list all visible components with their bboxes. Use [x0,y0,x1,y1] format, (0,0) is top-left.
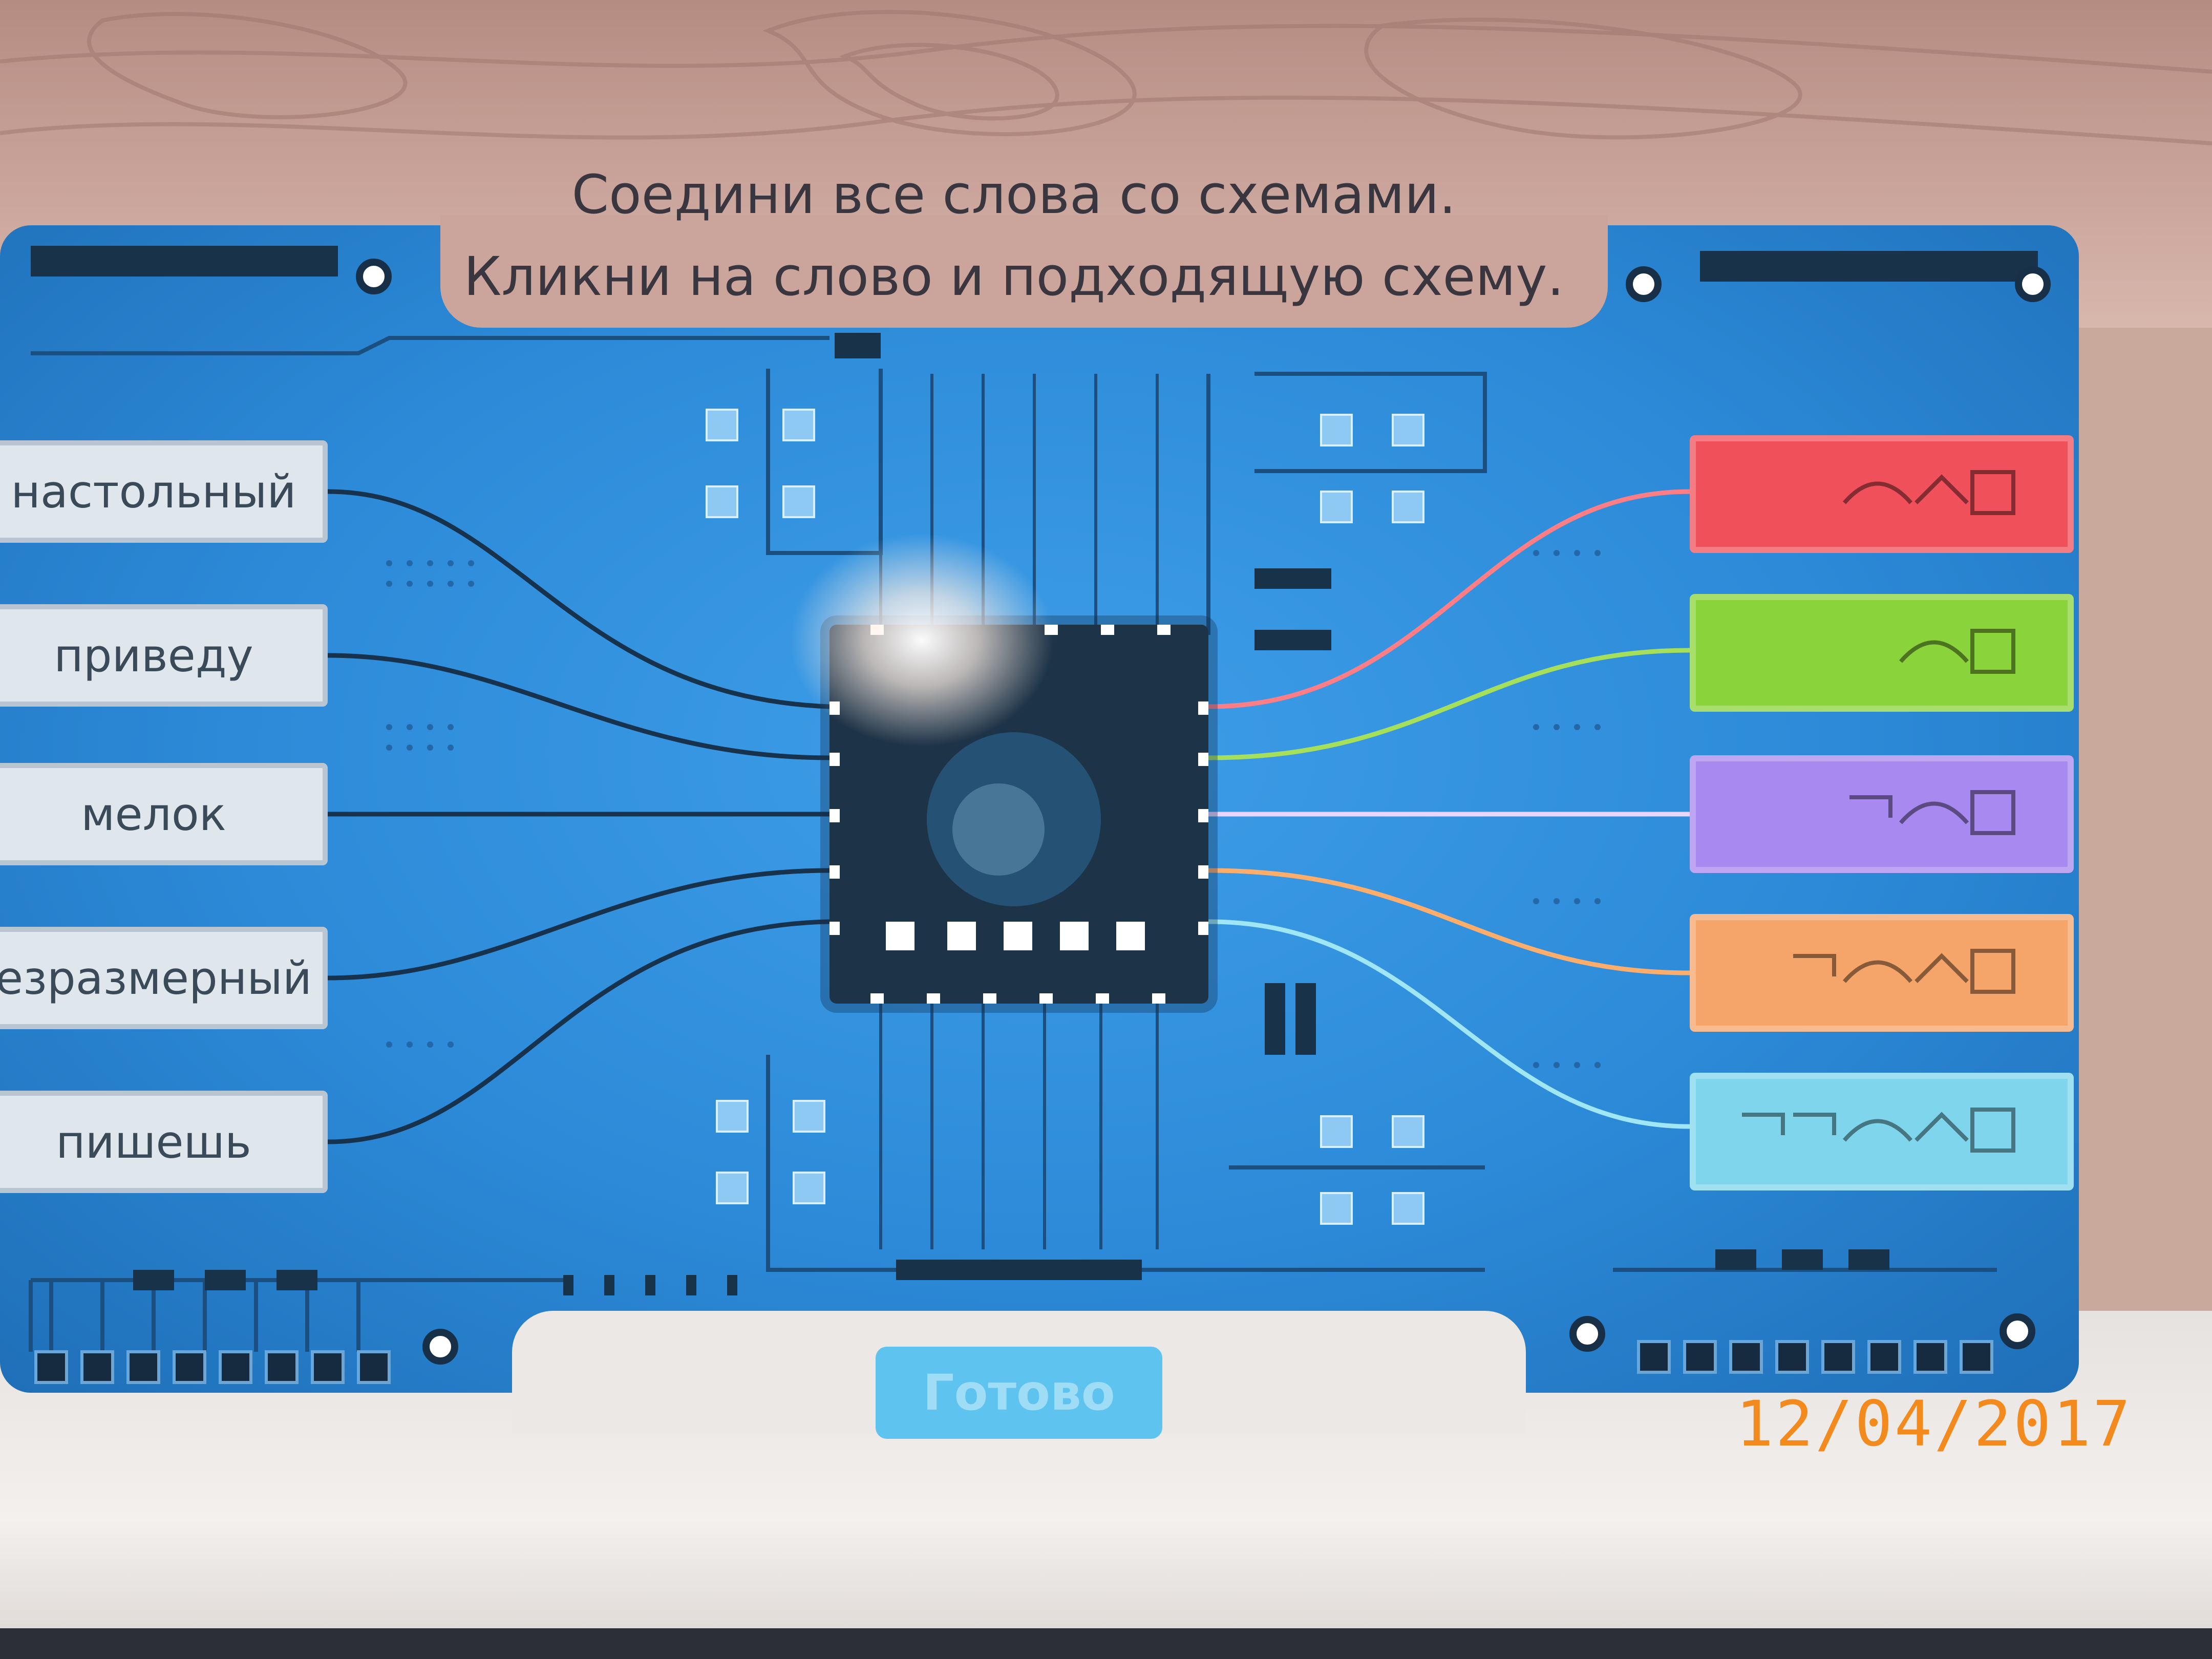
scheme-card[interactable] [1690,594,2074,712]
scheme-diagram [1842,470,2015,515]
word-card[interactable]: мелок [0,763,328,865]
suffix-caret-icon [1915,953,1969,983]
monitor-bezel [0,1628,2212,1659]
arc-icon [1842,960,1913,983]
prefix-icon [1849,795,1892,818]
prefix-icon [1742,1113,1785,1135]
arc-icon [1842,481,1913,504]
scheme-card[interactable] [1690,1073,2074,1190]
word-label: настольный [11,465,296,518]
suffix-caret-icon [1915,474,1969,504]
word-label: пишешь [56,1115,251,1168]
instruction-line-1: Соедини все слова со схемами. [571,163,1456,226]
word-label: езразмерный [0,951,312,1005]
root-square-icon [1970,949,2015,994]
connection-line [1208,489,1690,709]
word-label: мелок [81,788,226,841]
word-label: приведу [54,629,253,682]
camera-datestamp: 12/04/2017 [1736,1388,2133,1460]
scheme-card[interactable] [1690,755,2074,873]
root-square-icon [1970,790,2015,835]
prefix-icon [1793,1113,1836,1135]
scheme-card[interactable] [1690,435,2074,553]
prefix-icon [1793,954,1836,976]
arc-icon [1842,1119,1913,1142]
suffix-caret-icon [1915,1112,1969,1142]
arc-icon [1899,801,1969,824]
arc-icon [1899,640,1969,663]
root-square-icon [1970,1108,2015,1153]
word-card[interactable]: приведу [0,604,328,707]
connection-line [1208,868,1690,975]
word-card[interactable]: настольный [0,440,328,543]
ready-button[interactable]: Готово [876,1347,1162,1439]
connection-line [1208,648,1690,760]
instruction-line-2: Кликни на слово и подходящую схему. [463,245,1564,308]
root-square-icon [1970,470,2015,515]
connection-line [1208,919,1690,1129]
scheme-diagram [1742,1108,2015,1153]
scheme-diagram [1899,629,2015,674]
scheme-diagram [1849,790,2015,835]
board-top-notch [440,215,1608,328]
scheme-card[interactable] [1690,914,2074,1032]
instruction-text: Соедини все слова со схемами. Кликни на … [430,154,1598,317]
word-card[interactable]: пишешь [0,1091,328,1193]
scheme-diagram [1793,949,2015,994]
word-card[interactable]: езразмерный [0,927,328,1029]
cpu-chip [830,625,1208,1004]
root-square-icon [1970,629,2015,674]
